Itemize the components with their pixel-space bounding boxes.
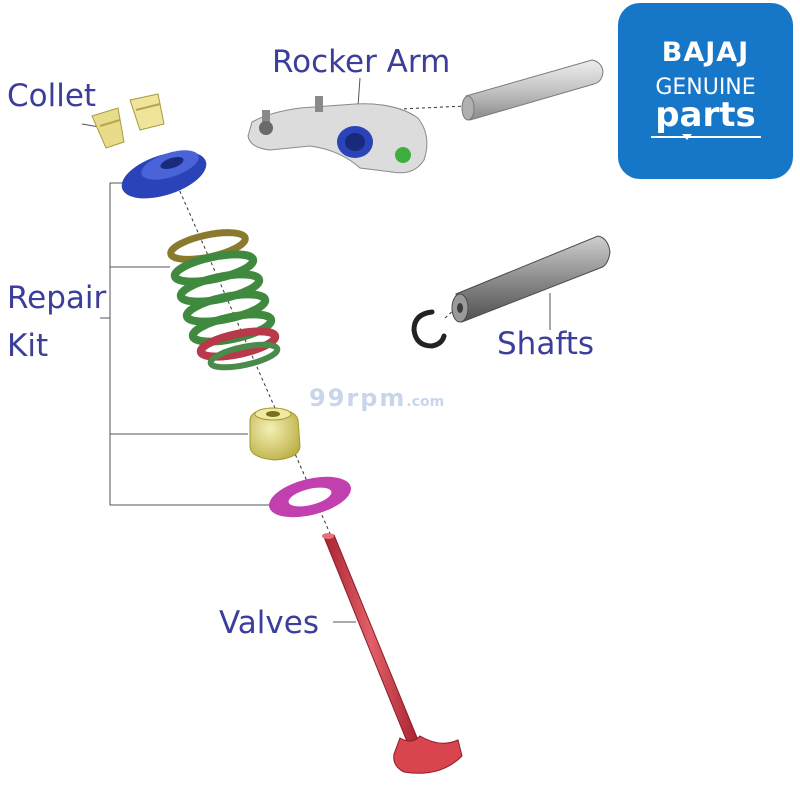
rocker-arm-label: Rocker Arm [272, 44, 451, 80]
watermark-suffix: .com [406, 394, 445, 410]
collet-label: Collet [7, 78, 97, 114]
kit-label: Kit [7, 328, 49, 364]
valve-stem [323, 534, 419, 745]
bajaj-genuine-parts-logo: BAJAJ GENUINE parts [618, 3, 793, 179]
washer-inner [288, 487, 332, 507]
rocker-shaft-end [461, 95, 475, 121]
logo-underline [651, 136, 761, 138]
spring-coil-4 [188, 310, 276, 346]
valves-label: Valves [219, 605, 319, 641]
repair-label: Repair [7, 280, 107, 316]
shaft-end-hole [457, 303, 463, 313]
collet-parts [91, 93, 165, 149]
valve-spring-part [167, 229, 281, 371]
shafts-label: Shafts [497, 326, 594, 362]
adjuster-screw-right [315, 96, 323, 112]
collet-groove [99, 103, 161, 127]
washer-part [269, 476, 351, 518]
rocker-body [247, 103, 428, 174]
spring-coil-bottom [207, 341, 281, 371]
collet-half-right [129, 93, 165, 131]
seal-hole [266, 411, 280, 417]
spring-coil-red [196, 327, 280, 361]
logo-brand: BAJAJ [661, 37, 750, 68]
leader-lines [81, 77, 551, 623]
logo-caret-icon [682, 134, 692, 140]
circlip-part [411, 309, 447, 349]
valve-tip [322, 533, 334, 539]
rocker-roller [395, 147, 411, 163]
watermark-main: 99rpm [309, 384, 407, 412]
rocker-shaft-part [461, 59, 604, 121]
logo-line2: parts [655, 95, 756, 135]
watermark: 99rpm.com [309, 384, 444, 412]
retainer-hole [160, 156, 184, 170]
rocker-shaft-body [465, 59, 604, 121]
shaft-body [455, 235, 611, 323]
rocker-pivot-inner [345, 133, 365, 151]
shaft-part [451, 235, 611, 323]
adjuster-nut-left [259, 121, 273, 135]
collet-half-left [91, 107, 125, 149]
rocker-arm-part [247, 96, 428, 174]
retainer-part [121, 150, 207, 199]
stem-seal-part [249, 407, 301, 461]
logo-line1: GENUINE [655, 75, 756, 100]
rocker-leader [357, 77, 361, 107]
repair-kit-bracket [109, 182, 270, 506]
valve-head [393, 735, 463, 774]
valve-part [322, 533, 463, 774]
